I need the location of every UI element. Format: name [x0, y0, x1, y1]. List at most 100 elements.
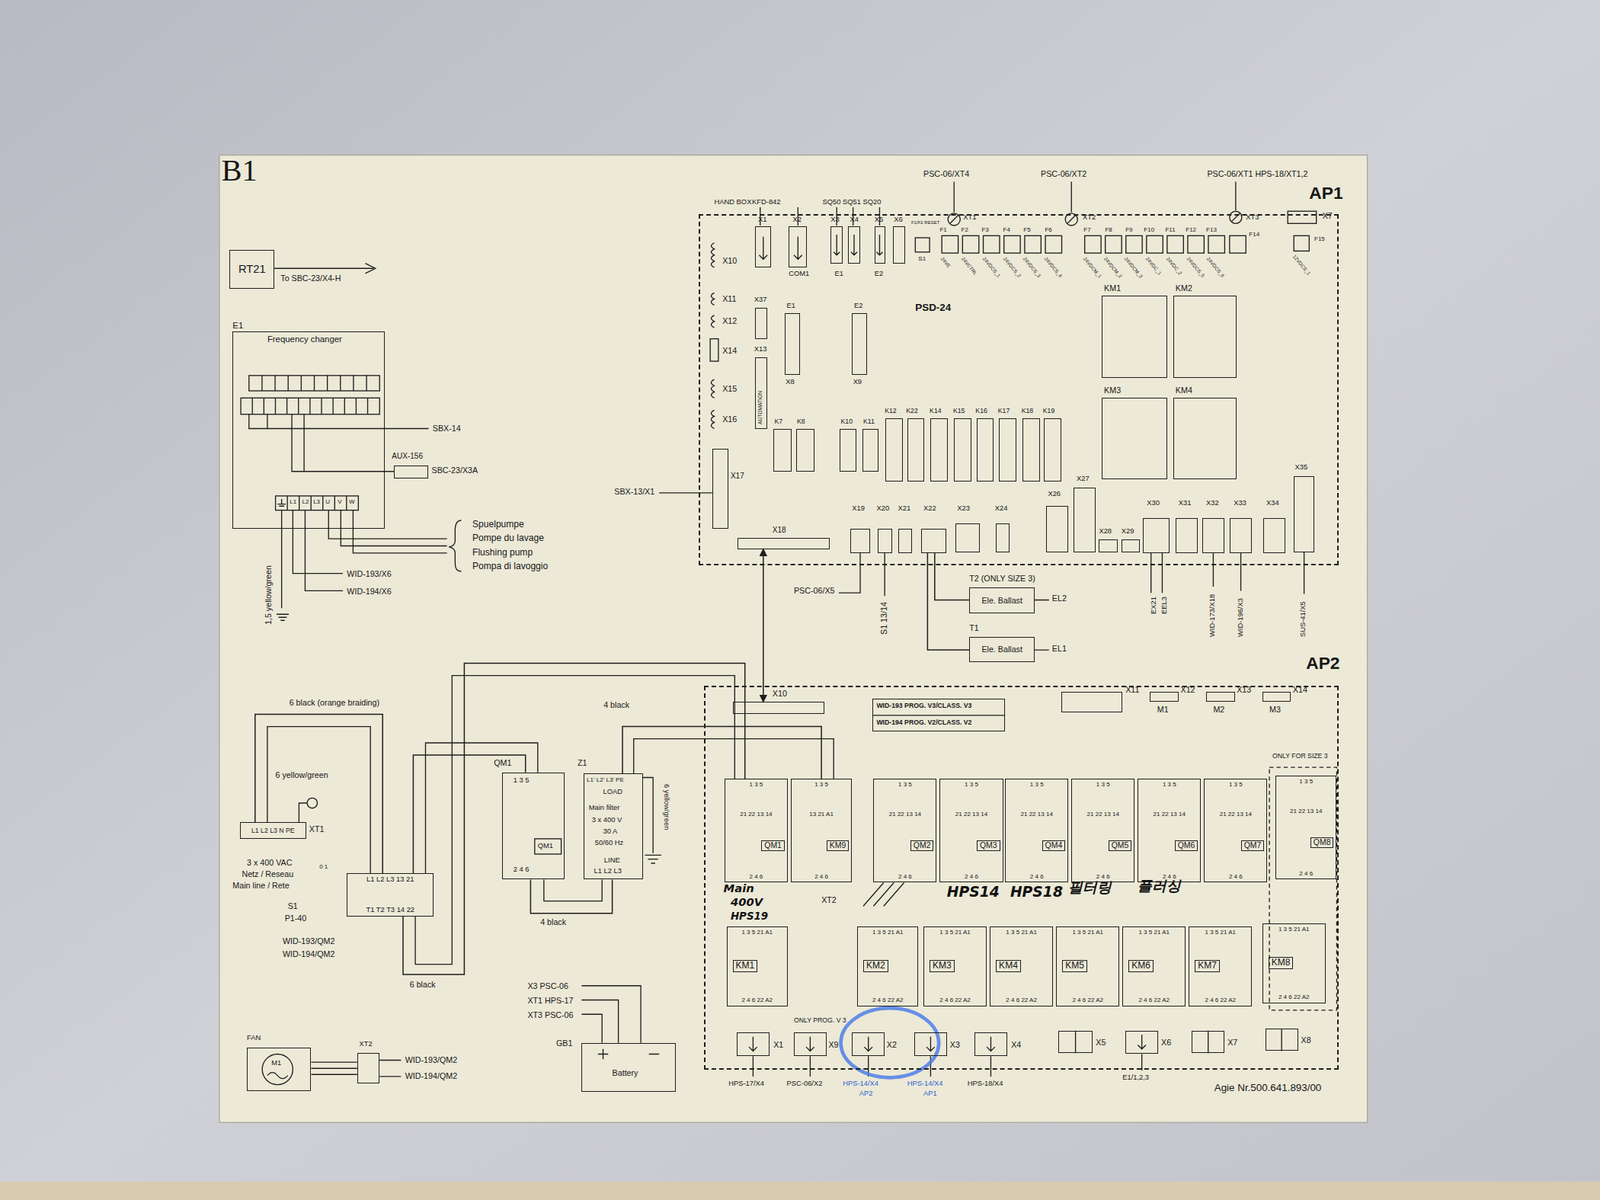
- part-label: K15: [953, 406, 965, 415]
- part-label: Frequency changer: [267, 334, 343, 345]
- part-label: K19: [1043, 406, 1055, 415]
- signal-label: F10: [1143, 226, 1155, 234]
- signal-label: XT1: [963, 213, 976, 222]
- box-content: 1 3 5 21 A1KM62 4 6 22 A2: [1123, 927, 1185, 1005]
- part-box: X12M1: [1149, 691, 1179, 702]
- box-content: [878, 529, 892, 553]
- part-box: L1 L2 L3 N PEXT1: [240, 822, 307, 839]
- part-label: X2: [793, 215, 802, 224]
- box-content: [794, 1033, 826, 1056]
- part-label: T1: [969, 623, 980, 633]
- wire-connector: [311, 1067, 358, 1069]
- size3-region: [1269, 767, 1337, 1011]
- part-label: QM5: [1108, 840, 1133, 852]
- signal-label: U: [325, 498, 330, 506]
- box-content: [1099, 540, 1117, 551]
- part-label: KM3: [1104, 385, 1121, 395]
- part-label: X6: [1161, 1037, 1172, 1047]
- board-outline: AP2X10WID-193 PROG. V3/CLASS. V3WID-194 …: [704, 685, 1339, 1070]
- part-box: X35: [1293, 476, 1315, 552]
- signal-label: KFD-842: [752, 198, 781, 207]
- ground-symbol: [307, 797, 317, 808]
- box-content: [1126, 1031, 1158, 1054]
- box-content: [394, 466, 429, 478]
- handwritten-note: HPS19: [730, 910, 768, 922]
- part-label: FAN: [246, 1033, 261, 1043]
- part-label: QM8: [1310, 837, 1335, 848]
- part-label: X5: [1095, 1037, 1106, 1047]
- part-label: 1 3 5 21 A1: [1005, 928, 1037, 936]
- part-label: X12: [1180, 684, 1196, 695]
- wire-connector: [255, 714, 383, 874]
- wire-label: 6 black: [408, 979, 438, 989]
- box-content: [774, 429, 791, 471]
- part-label: S1: [288, 901, 298, 911]
- part-box: K8: [796, 428, 815, 472]
- box-content: [713, 449, 728, 528]
- signal-label: F5: [1023, 226, 1031, 234]
- signal-label: W: [348, 498, 356, 506]
- wire-label: 4 black: [538, 917, 568, 927]
- handwritten-note: 필터링: [1068, 879, 1112, 896]
- part-box: X26: [1046, 505, 1069, 552]
- box-content: [831, 227, 842, 263]
- signal-label: Agie Nr.500.641.893/00: [1214, 1081, 1322, 1094]
- signal-label: SBX-14: [432, 423, 461, 433]
- contactor-box: 1 3 521 22 13 14QM32 4 6: [939, 778, 1003, 884]
- part-label: X1: [773, 1040, 784, 1050]
- box-content: [737, 1033, 769, 1056]
- box-content: [1102, 296, 1167, 377]
- box-content: [899, 529, 912, 553]
- contactor-box: 1 3 513 21 A1KM92 4 6: [790, 778, 852, 884]
- highlight-circle: [841, 1008, 940, 1078]
- label-plate: [219, 155, 1368, 1124]
- contactor-box: 1 3 521 22 13 14QM82 4 6: [1275, 775, 1337, 880]
- fuse-symbol: [1187, 235, 1204, 253]
- signal-label: PSC-06/XT1 HPS-18/XT1,2: [1206, 169, 1308, 179]
- box-content: 1 3 521 22 13 14QM82 4 6: [1276, 776, 1336, 880]
- part-label: X3: [950, 1040, 960, 1050]
- part-label: 1 3 5 21 A1: [741, 928, 773, 936]
- part-label: WID-194 PROG. V2/CLASS. V2: [876, 718, 972, 727]
- fuse-symbol: [1024, 235, 1041, 253]
- contactor-box: 1 3 521 22 13 14QM12 4 6: [724, 778, 788, 884]
- part-label: QM2: [910, 840, 935, 852]
- part-box: KM2: [1173, 295, 1237, 378]
- part-label: LINE: [604, 856, 621, 865]
- part-label: M1: [1157, 704, 1169, 714]
- part-label: T2 (ONLY SIZE 3): [969, 573, 1035, 583]
- part-label: 1 3 5: [513, 776, 530, 785]
- part-label: K8: [796, 417, 806, 426]
- part-box: E1X8: [784, 313, 800, 375]
- wire-connector: [622, 726, 822, 779]
- signal-label: Pompa di lavoggio: [472, 561, 548, 573]
- part-box: X28: [1098, 539, 1117, 552]
- wire: [659, 492, 713, 493]
- box-content: [1150, 692, 1178, 701]
- part-label: QM1: [493, 758, 512, 768]
- terminal-strip: [249, 375, 380, 391]
- part-label: M2: [1212, 704, 1225, 714]
- box-content: 1 3 521 22 13 14QM32 4 6: [940, 779, 1002, 883]
- box-content: [886, 419, 903, 481]
- contactor-box: 1 3 521 22 13 14QM52 4 6: [1071, 778, 1135, 884]
- part-label: 1 3 5: [964, 780, 979, 788]
- box-content: 1 3 5 21 A1KM52 4 6 22 A2: [1056, 927, 1119, 1005]
- part-box: QM11 3 5QM12 4 6: [502, 772, 565, 880]
- box-content: 1 3 521 22 13 14QM52 4 6: [1072, 779, 1134, 883]
- box-content: 1 3 521 22 13 14QM22 4 6: [873, 779, 936, 883]
- box-content: 1 3 521 22 13 14QM72 4 6: [1204, 779, 1267, 883]
- part-label: KM3: [929, 960, 955, 973]
- part-label: L1 L2 L3: [593, 867, 621, 876]
- box-content: 1 3 5 21 A1KM82 4 6 22 A2: [1263, 924, 1325, 1002]
- signal-label: PSC-06/X5: [793, 585, 836, 596]
- part-label: X18: [772, 525, 787, 535]
- box-content: 1 3 5 21 A1KM22 4 6 22 A2: [857, 927, 918, 1005]
- signal-label: EL2: [1052, 593, 1067, 603]
- part-label: 21 22 13 14: [889, 810, 922, 818]
- part-label: 21 22 13 14: [1153, 810, 1186, 818]
- signal-label: S1: [918, 255, 926, 263]
- fuse-symbol: [1293, 235, 1309, 251]
- part-label: 2 4 6: [513, 865, 530, 874]
- signal-label: 24VDCM_1: [1082, 256, 1104, 279]
